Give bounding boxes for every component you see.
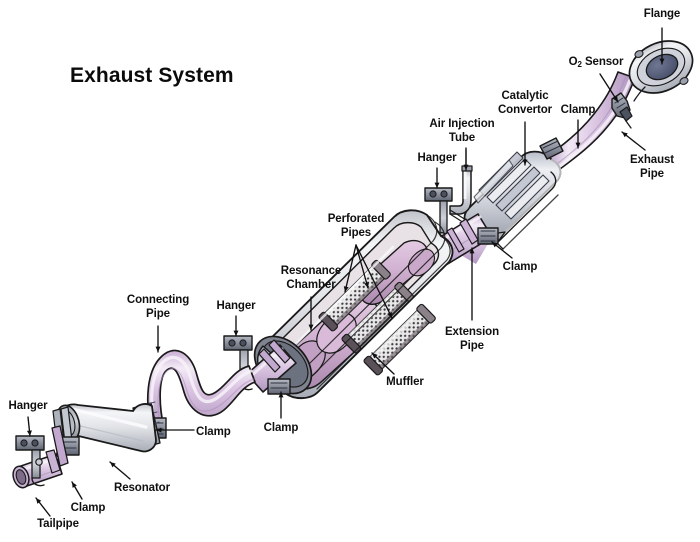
arrowhead-resonance-chamber bbox=[308, 324, 314, 330]
arrowhead-perforated-pipes-2 bbox=[343, 286, 349, 292]
clamp-cat-graphic bbox=[539, 137, 564, 160]
catalytic-convertor-graphic bbox=[461, 150, 562, 250]
clamp-muffler-graphic bbox=[267, 378, 291, 395]
arrowhead-tailpipe bbox=[36, 498, 42, 504]
exhaust-pipe-graphic bbox=[544, 71, 636, 174]
leader-perforated-pipes-2 bbox=[344, 244, 357, 293]
callout-label-muffler: Muffler bbox=[386, 376, 424, 388]
arrowhead-air-injection-tube bbox=[463, 164, 469, 170]
arrowhead-o2-sensor bbox=[612, 96, 618, 102]
callout-label-flange: Flange bbox=[643, 8, 681, 20]
arrowhead-clamp-resonator bbox=[72, 482, 77, 488]
callout-label-clamp-resonator: Clamp bbox=[70, 502, 106, 514]
arrowhead-clamp-muffler bbox=[278, 392, 284, 398]
arrowhead-flange bbox=[659, 58, 665, 64]
callout-label-clamp-connect: Clamp bbox=[196, 426, 231, 438]
leader-perforated-pipes bbox=[355, 244, 369, 289]
arrowhead-perforated-pipes bbox=[364, 282, 369, 288]
arrowhead-exhaust-pipe bbox=[622, 132, 628, 138]
callout-label-hanger-cat: Hanger bbox=[417, 152, 457, 164]
callout-label-hanger-tail: Hanger bbox=[8, 400, 48, 412]
arrowhead-clamp-ext bbox=[492, 242, 498, 248]
callout-label-resonator: Resonator bbox=[114, 482, 170, 494]
clamp-ext-graphic bbox=[477, 227, 499, 245]
arrowhead-clamp-cat bbox=[575, 142, 581, 148]
arrowhead-hanger-tail bbox=[26, 430, 32, 436]
muffler-outlet-graphic bbox=[246, 339, 297, 393]
leader-arrowheads bbox=[26, 58, 665, 504]
hanger-tail-graphic bbox=[15, 435, 45, 487]
arrowhead-perforated-pipes-3 bbox=[387, 312, 392, 318]
arrowhead-hanger-cat bbox=[434, 182, 440, 188]
leader-o2-sensor bbox=[599, 73, 619, 103]
flange-graphic bbox=[628, 40, 694, 102]
callout-label-clamp-cat: Clamp bbox=[560, 104, 596, 116]
callout-label-clamp-ext: Clamp bbox=[502, 261, 538, 273]
callout-label-o2-sensor: O2 Sensor bbox=[568, 56, 624, 69]
arrowhead-connecting-pipe bbox=[155, 346, 161, 352]
arrowhead-resonator bbox=[110, 462, 116, 468]
page-title: Exhaust System bbox=[70, 64, 234, 87]
leader-perforated-pipes-3 bbox=[355, 244, 393, 319]
callout-label-clamp-muffler: Clamp bbox=[263, 422, 299, 434]
arrowhead-muffler bbox=[372, 353, 378, 359]
connecting-pipe-graphic bbox=[146, 349, 256, 431]
arrowhead-extension-pipe bbox=[469, 248, 475, 254]
arrowhead-catalytic-convertor bbox=[522, 159, 528, 165]
callout-label-hanger-mid: Hanger bbox=[216, 300, 256, 312]
arrowhead-hanger-mid bbox=[233, 330, 239, 336]
arrowhead-clamp-connect bbox=[156, 427, 162, 433]
callout-label-tailpipe: Tailpipe bbox=[37, 518, 79, 530]
